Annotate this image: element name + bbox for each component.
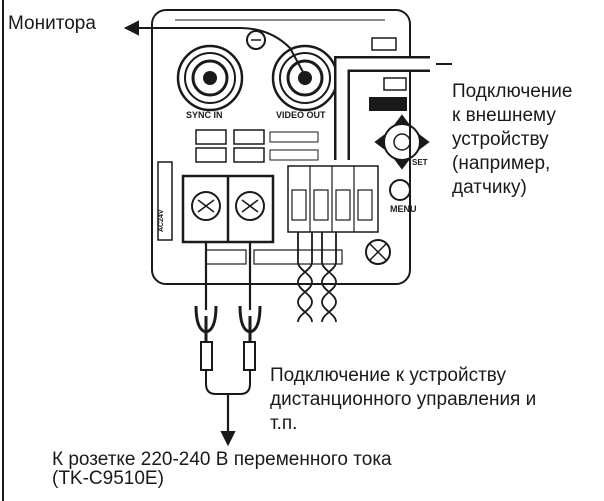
top-screw-icon (246, 30, 266, 50)
spade-lug-left (194, 305, 218, 342)
bottom-screw-icon (365, 239, 391, 265)
spade-lug-right (238, 305, 262, 342)
video-out-label: VIDEO OUT (276, 110, 326, 120)
monitor-arrow-line (134, 27, 304, 73)
sync-in-label: SYNC IN (186, 110, 223, 120)
set-label: SET (412, 158, 428, 167)
ac24v-label: AC24V (158, 209, 165, 232)
signal-terminal-block (287, 165, 379, 233)
power-arrow-head (220, 431, 236, 447)
menu-label: MENU (390, 204, 417, 214)
power-terminal-block (181, 174, 275, 244)
sleeve-left (200, 341, 213, 371)
remote-control-label: Подключение к устройству дистанционного … (270, 365, 537, 434)
external-device-label: Подключение к внешнему устройству (напри… (452, 81, 573, 198)
monitor-arrow-head (123, 20, 139, 36)
power-outlet-label: К розетке 220-240 В переменного тока (TK… (52, 449, 392, 489)
set-dpad (374, 114, 430, 170)
sleeve-right (243, 341, 256, 371)
signal-wires (297, 232, 337, 323)
power-cable-join (205, 370, 251, 395)
monitor-label: Монитора (8, 13, 96, 34)
sync-in-bnc-connector (176, 44, 244, 112)
ac24v-tag (157, 161, 173, 241)
menu-button-icon (389, 179, 411, 201)
